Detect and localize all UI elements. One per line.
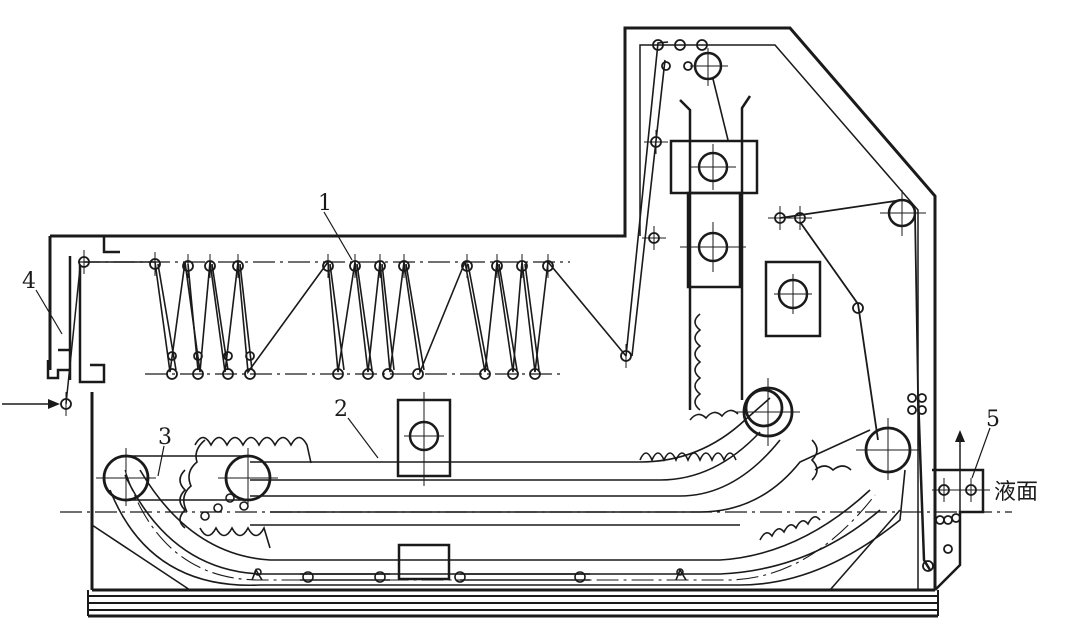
- drive-box-right-crosshair: [774, 274, 812, 314]
- conveyor-tracks: [250, 397, 871, 526]
- squeeze-unit: [669, 95, 759, 410]
- main-roller-crosshairs: [96, 378, 920, 506]
- bottom-block: [397, 543, 451, 581]
- fabric-festoon: [84, 41, 669, 376]
- roller-belt-left: [126, 455, 248, 501]
- liquid-level-label: 液面: [994, 480, 1038, 505]
- right-upper-crosshairs: [768, 190, 926, 236]
- tower-crosshairs: [642, 48, 728, 250]
- trough-centerline: [124, 469, 876, 581]
- inlet-arrow: [2, 267, 81, 409]
- outlet-arrow: [955, 430, 965, 520]
- guide-rail-lines: [78, 261, 570, 375]
- callout-leaders: [35, 211, 991, 479]
- small-dip-rollers: [200, 493, 249, 521]
- roller-crosshairs: [65, 250, 627, 416]
- bottom-rails: [251, 568, 687, 583]
- callout-4: 4: [22, 269, 36, 294]
- top-guide-rollers: [78, 256, 554, 272]
- fabric-waves: [179, 313, 852, 549]
- machine-housing: [48, 26, 937, 592]
- callout-1: 1: [318, 191, 332, 216]
- base-plates: [87, 590, 939, 618]
- right-upper-rollers: [774, 198, 919, 441]
- outlet-crosshairs: [932, 478, 990, 502]
- bottom-guide-rollers: [60, 350, 632, 410]
- main-rollers: [102, 386, 912, 502]
- drive-box-center-crosshair: [404, 392, 444, 486]
- callout-2: 2: [334, 397, 348, 422]
- callout-3: 3: [158, 425, 172, 450]
- callout-5: 5: [986, 407, 1000, 432]
- squeeze-crosshairs: [680, 144, 746, 272]
